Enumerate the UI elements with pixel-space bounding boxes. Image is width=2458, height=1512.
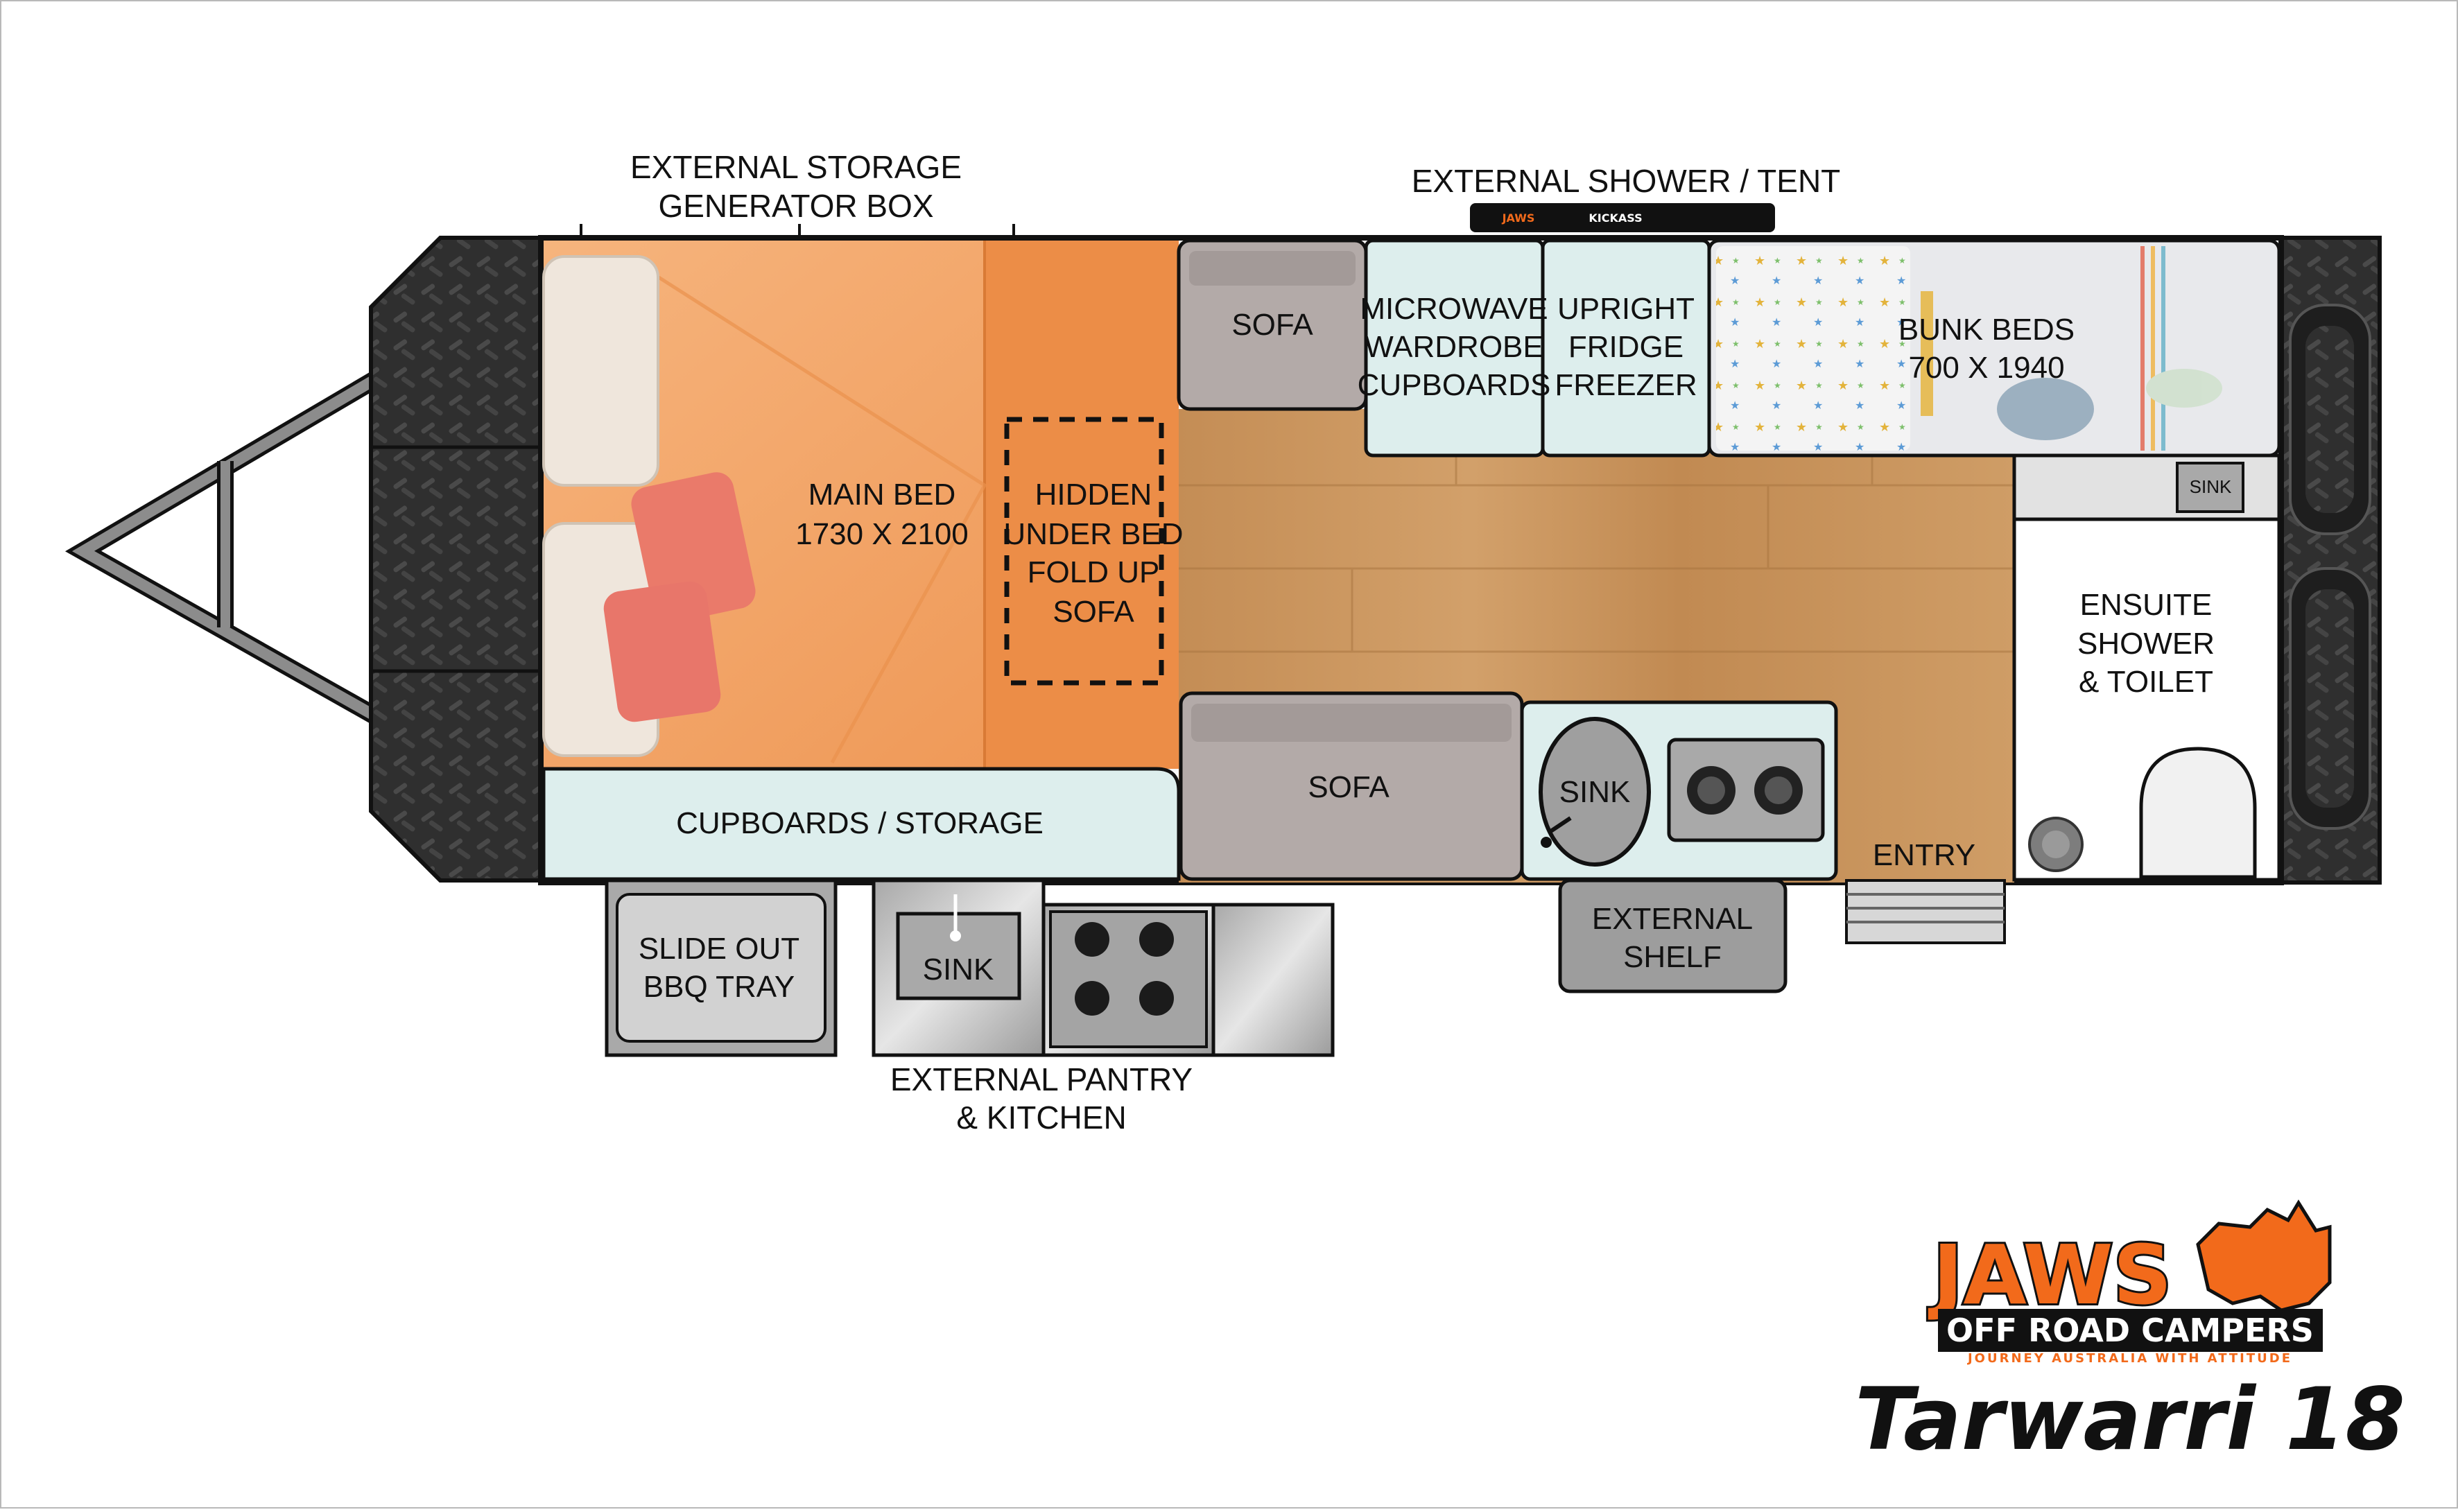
label-cupboards: CUPBOARDS / STORAGE <box>676 806 1044 840</box>
label-fridge-1: UPRIGHT <box>1557 292 1695 326</box>
kitchen-sink <box>1539 717 1651 867</box>
label-microwave-1: MICROWAVE <box>1360 292 1548 326</box>
ensuite-sink <box>2176 462 2244 513</box>
drawbar <box>64 370 383 726</box>
label-sofa-bottom: SOFA <box>1308 770 1390 804</box>
label-microwave-3: CUPBOARDS <box>1358 368 1551 402</box>
label-slide-out-2: BBQ TRAY <box>643 970 795 1004</box>
logo-text: JAWS <box>1928 1227 2172 1323</box>
label-ext-storage-1: EXTERNAL STORAGE <box>630 149 962 185</box>
logo-subtitle: OFF ROAD CAMPERS <box>1946 1312 2314 1349</box>
label-sink-kitchen: SINK <box>1559 775 1631 809</box>
label-sink-external: SINK <box>923 953 994 987</box>
logo-tagline: JOURNEY AUSTRALIA WITH ATTITUDE <box>1966 1351 2292 1366</box>
label-sofa-top: SOFA <box>1231 308 1313 342</box>
label-fridge-2: FRIDGE <box>1568 330 1684 364</box>
label-ext-pantry-1: EXTERNAL PANTRY <box>890 1061 1193 1097</box>
label-hidden-3: FOLD UP <box>1028 555 1160 589</box>
kickass-badge: JAWS KICKASS <box>1470 203 1775 232</box>
label-entry: ENTRY <box>1873 838 1975 872</box>
label-hidden-4: SOFA <box>1053 595 1134 629</box>
external-shelf <box>1558 878 1788 993</box>
entry-step <box>1845 879 2006 944</box>
label-ensuite-3: & TOILET <box>2079 665 2213 699</box>
label-ext-storage-2: GENERATOR BOX <box>658 188 933 224</box>
label-hidden-2: UNDER BED <box>1003 517 1183 551</box>
cooktop-icon <box>1667 738 1825 842</box>
badge-left-text: JAWS <box>1502 211 1535 225</box>
label-sink-bath: SINK <box>2190 476 2232 497</box>
shower-drain-icon <box>2028 817 2084 872</box>
label-bunk-1: BUNK BEDS <box>1898 313 2075 347</box>
label-ext-shower: EXTERNAL SHOWER / TENT <box>1412 163 1841 199</box>
label-ext-shelf-2: SHELF <box>1623 940 1722 974</box>
label-ext-pantry-2: & KITCHEN <box>956 1100 1126 1136</box>
wheel-icon <box>2289 304 2371 535</box>
label-main-bed-1: MAIN BED <box>808 478 956 512</box>
model-name: Tarwarri 18 <box>1855 1370 2405 1470</box>
label-fridge-3: FREEZER <box>1555 368 1697 402</box>
australia-map-icon <box>2196 1199 2332 1312</box>
label-slide-out-1: SLIDE OUT <box>639 932 799 966</box>
main-bed <box>542 241 1179 769</box>
external-storage-marker <box>580 224 1015 238</box>
cupboards-storage <box>542 767 1181 881</box>
label-main-bed-2: 1730 X 2100 <box>795 517 969 551</box>
label-hidden-1: HIDDEN <box>1035 478 1152 512</box>
front-checker-plate <box>369 236 543 883</box>
label-microwave-2: WARDROBE <box>1365 330 1543 364</box>
toilet-icon <box>2139 747 2257 879</box>
brand-logo: JAWS OFF ROAD CAMPERS JOURNEY AUSTRALIA … <box>1925 1199 2332 1366</box>
label-bunk-2: 700 X 1940 <box>1908 351 2064 385</box>
label-ensuite-1: ENSUITE <box>2080 588 2213 622</box>
label-ext-shelf-1: EXTERNAL <box>1592 902 1753 936</box>
badge-right-text: KICKASS <box>1589 211 1642 225</box>
external-pantry-kitchen <box>872 878 1335 1057</box>
label-ensuite-2: SHOWER <box>2077 627 2215 661</box>
wheel-icon <box>2289 567 2371 830</box>
